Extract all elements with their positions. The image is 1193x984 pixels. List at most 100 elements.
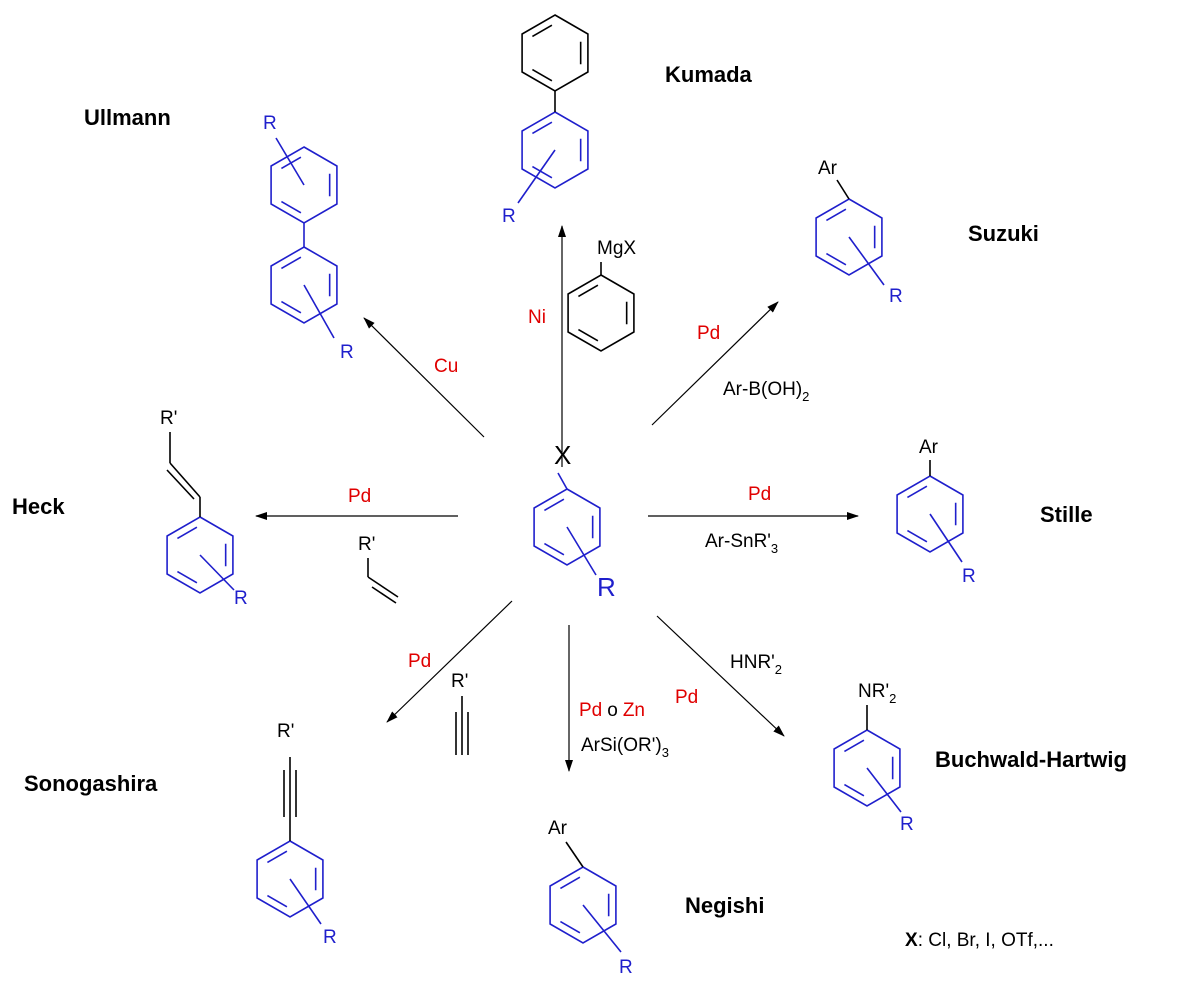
stille-ring-double-bond-2 [907,485,928,499]
heck-ring-double-bond-1 [177,570,198,584]
buchwald-ring-double-bond-1 [844,783,865,797]
negishi-catalyst-pd: Pd [579,700,602,721]
sonogashira-ring [256,840,324,918]
negishi-reagent: ArSi(OR')3 [581,735,669,760]
sonogashira-reagent-r: R' [451,671,468,692]
ullmann-ring-bottom-double-bond-2 [281,256,302,270]
heck-product-r: R [234,588,248,609]
kumada-label: Kumada [665,62,753,87]
heck-reagent-double-2 [371,586,397,604]
arrow-suzuki [651,301,779,426]
suzuki-label: Suzuki [968,221,1039,246]
suzuki-ar-bond [836,179,850,200]
sonogashira-catalyst: Pd [408,651,431,672]
ullmann-ring-bottom [270,246,338,324]
ullmann-ring-bottom-outer [270,246,338,324]
kumada-ring-bottom-outer [521,111,589,189]
ullmann-label: Ullmann [84,105,171,130]
stille-product-ar: Ar [919,437,939,458]
heck-label: Heck [12,494,65,519]
heck-ring-outer [166,516,234,594]
arrow-ullmann [363,317,485,438]
kumada-reagent-ring-double-bond-1 [578,328,599,342]
stille-label: Stille [1040,502,1093,527]
suzuki-ring [815,198,883,276]
ullmann-product-r-top: R [263,113,277,134]
buchwald-ring [833,729,901,807]
stille-r-bond [929,513,963,563]
sonogashira-product-r-prime: R' [277,721,294,742]
negishi-ring-outer [549,866,617,944]
arrow-buchwald [656,615,785,737]
heck-reagent-r: R' [358,534,375,555]
buchwald-ring-double-bond-2 [844,739,865,753]
negishi-catalyst-zn: Zn [623,700,645,721]
kumada-catalyst: Ni [528,307,546,328]
kumada-reagent-ring-double-bond-2 [578,284,599,298]
suzuki-ring-outer [815,198,883,276]
suzuki-catalyst: Pd [697,323,720,344]
ullmann-r-top-bond [275,137,305,186]
negishi-ar-bond [565,841,584,868]
suzuki-ring-double-bond-2 [826,208,847,222]
sonogashira-ring-double-bond-1 [267,894,288,908]
heck-product-r-prime: R' [160,408,177,429]
kumada-ring-top-double-bond-2 [532,24,553,38]
reaction-arrows [255,225,859,772]
ullmann-ring-bottom-double-bond-1 [281,300,302,314]
center-ring-outer [533,488,601,566]
suzuki-product-ar: Ar [818,158,838,179]
stille-product-r: R [962,566,976,587]
arrow-sonogashira [386,600,513,723]
ullmann-catalyst: Cu [434,356,458,377]
kumada-reagent-ring-outer [567,274,635,352]
buchwald-ring-outer [833,729,901,807]
kumada-ring-bottom [521,111,589,189]
center-ring-double-bond-1 [544,542,565,556]
negishi-product-ar: Ar [548,818,568,839]
stille-reagent: Ar-SnR'3 [705,531,778,556]
heck-vinyl-2b [166,469,195,500]
center-x-bond [557,472,568,490]
center-r-bond [566,526,597,576]
heck-reagent-double-1 [367,576,399,598]
buchwald-r-bond [866,767,902,813]
buchwald-label: Buchwald-Hartwig [935,747,1127,772]
negishi-r-bond [582,904,622,953]
suzuki-product-r: R [889,286,903,307]
stille-ring-outer [896,475,964,553]
kumada-ring-bottom-double-bond-2 [532,121,553,135]
ullmann-ring-top-double-bond-1 [281,200,302,214]
buchwald-catalyst: Pd [675,687,698,708]
center-r-label: R [597,572,616,602]
heck-vinyl-2 [169,462,201,498]
kumada-ring-bottom-double-bond-1 [532,165,553,179]
stille-catalyst: Pd [748,484,771,505]
heck-ring [166,516,234,594]
sonogashira-ring-double-bond-2 [267,850,288,864]
sonogashira-product-r: R [323,927,337,948]
ullmann-r-bottom-bond [303,284,335,339]
kumada-reagent-ring [567,274,635,352]
negishi-ring-double-bond-2 [560,876,581,890]
footnote-text: : Cl, Br, I, OTf,... [918,930,1054,951]
kumada-ring-top [521,14,589,92]
sonogashira-ring-outer [256,840,324,918]
sonogashira-r-bond [289,878,322,925]
sonogashira-label: Sonogashira [24,771,158,796]
negishi-catalyst-or: o [607,700,618,721]
center-ring [533,488,601,566]
buchwald-product-r: R [900,814,914,835]
kumada-ring-top-outer [521,14,589,92]
suzuki-ring-double-bond-1 [826,252,847,266]
kumada-r-bond [517,149,556,204]
footnote-x: X [905,930,918,951]
negishi-label: Negishi [685,893,764,918]
center-ring-double-bond-2 [544,498,565,512]
heck-r-bond [199,554,235,591]
suzuki-reagent: Ar-B(OH)2 [723,379,809,404]
heck-ring-double-bond-2 [177,526,198,540]
